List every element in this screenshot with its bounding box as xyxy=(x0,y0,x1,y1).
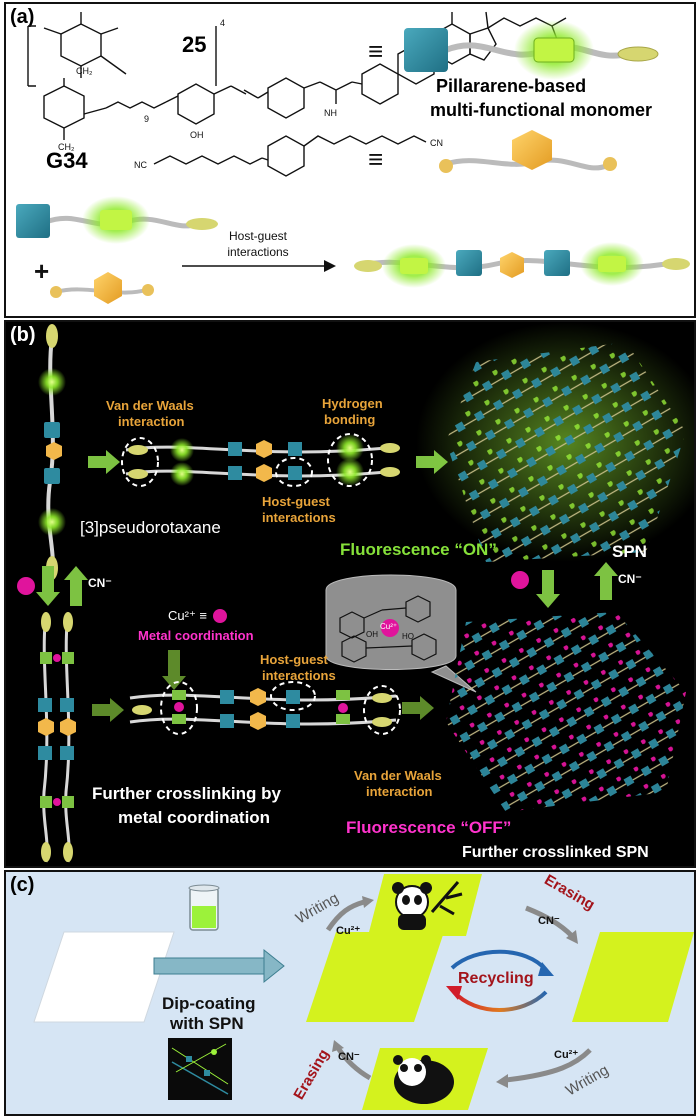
plus-sign: + xyxy=(34,256,49,286)
further-crosslinking-label-1: Further crosslinking by xyxy=(92,784,281,803)
copper-ion-left xyxy=(17,577,35,595)
pseudorotaxane-vertical xyxy=(38,324,66,580)
cu-legend-label: Cu²⁺ ≡ xyxy=(168,608,208,623)
arrow-up-left xyxy=(64,566,88,606)
fluorescence-off-label: Fluorescence “OFF” xyxy=(346,818,512,837)
dip-coating-arrow xyxy=(153,948,285,984)
hbond-label-2: bonding xyxy=(324,412,376,427)
panel-b-graphics xyxy=(17,322,694,863)
panel-a: (a) xyxy=(4,2,696,318)
nh-label: NH xyxy=(324,108,337,118)
compound-g34-structure xyxy=(153,135,427,177)
equiv-symbol-25: ≡ xyxy=(368,36,383,66)
subscript-9: 9 xyxy=(144,114,149,124)
cu-top-label: Cu²⁺ xyxy=(336,925,361,937)
copper-ion-right xyxy=(511,571,529,589)
panel-c-label: (c) xyxy=(10,874,35,896)
further-crosslinked-network xyxy=(446,612,686,812)
hg-bottom-label-2: interactions xyxy=(262,668,336,683)
spn-thumbnail xyxy=(168,1038,232,1100)
coated-paper-right xyxy=(572,932,694,1022)
spn-network xyxy=(416,322,694,562)
arrow-to-crosslinked-dimer xyxy=(92,698,124,722)
hg-top-label-2: interactions xyxy=(262,510,336,525)
crosslinked-vertical xyxy=(38,612,76,863)
cu-bottom-label: Cu²⁺ xyxy=(554,1049,579,1061)
fluorescence-on-label: Fluorescence “ON” xyxy=(340,540,497,559)
g34-nc-label: NC xyxy=(134,160,147,170)
vdw-bottom-label-2: interaction xyxy=(366,784,433,799)
monomer-icon xyxy=(404,20,659,80)
recycling-arrows xyxy=(446,949,554,1012)
arrow-label-2: interactions xyxy=(227,245,288,259)
pillararene-cube xyxy=(404,28,448,72)
ch2-label-a: CH₂ xyxy=(76,66,93,76)
panda-paper-bottom xyxy=(362,1048,488,1110)
cn-left-label: CN⁻ xyxy=(88,576,112,590)
hg-bottom-label-1: Host-guest xyxy=(260,652,328,667)
blank-paper xyxy=(33,931,175,1023)
oh-label: OH xyxy=(190,130,204,140)
vdw-top-label-1: Van der Waals xyxy=(106,398,194,413)
coated-paper-left xyxy=(306,932,444,1022)
beaker-icon xyxy=(188,884,220,931)
recycling-label: Recycling xyxy=(458,970,534,987)
host-guest-arrow xyxy=(182,260,336,272)
further-crosslinked-spn-label: Further crosslinked SPN xyxy=(462,844,649,861)
product-complex xyxy=(354,242,690,288)
panel-c: (c) xyxy=(4,870,696,1116)
monomer-label-line2: multi-functional monomer xyxy=(430,100,652,120)
cu-legend-dot xyxy=(213,609,227,623)
cu-complex-ho-label: HO xyxy=(402,632,414,641)
spn-label: SPN xyxy=(612,542,647,561)
arrow-down-metal xyxy=(162,650,186,690)
compound-25-label: 25 xyxy=(182,32,207,57)
vdw-bottom-label-1: Van der Waals xyxy=(354,768,442,783)
pseudorotaxane-label: [3]pseudorotaxane xyxy=(80,518,221,537)
compound-g34-label: G34 xyxy=(46,148,88,173)
equiv-symbol-g34: ≡ xyxy=(368,144,383,174)
arrow-down-right xyxy=(536,570,560,608)
writing-arrow-top xyxy=(325,896,374,932)
arrow-down-left xyxy=(36,566,60,606)
panda-paper-top xyxy=(368,874,482,936)
dip-coating-label-1: Dip-coating xyxy=(162,994,256,1013)
dimer-bottom xyxy=(129,681,401,735)
erasing-arrow-top xyxy=(525,905,578,944)
cn-right-label: CN⁻ xyxy=(618,572,642,586)
panel-b-label: (b) xyxy=(10,324,36,346)
guest-icon xyxy=(439,130,617,173)
arrow-up-right xyxy=(594,562,618,600)
reactant-monomer xyxy=(16,196,218,244)
writing-arrow-bottom xyxy=(496,1048,592,1088)
subscript-4: 4 xyxy=(220,18,225,28)
cu-complex-bubble xyxy=(325,574,477,693)
dimer-top xyxy=(121,433,400,487)
g34-cn-label: CN xyxy=(430,138,443,148)
panel-b: (b) xyxy=(4,320,696,868)
monomer-label-line1: Pillararene-based xyxy=(436,76,587,96)
ch2-label-b: CH₂ xyxy=(58,142,75,152)
metal-coordination-label: Metal coordination xyxy=(138,628,254,643)
vdw-top-label-2: interaction xyxy=(118,414,185,429)
panel-a-label: (a) xyxy=(10,6,35,28)
arrow-to-further-spn xyxy=(402,696,434,720)
dip-coating-label-2: with SPN xyxy=(170,1014,244,1033)
cu-complex-center-label: Cu²⁺ xyxy=(380,622,398,631)
panel-c-graphics xyxy=(33,874,694,1110)
cn-bottom-label: CN⁻ xyxy=(338,1051,360,1063)
hg-top-label-1: Host-guest xyxy=(262,494,330,509)
reactant-guest xyxy=(50,272,154,304)
arrow-to-dimer xyxy=(88,450,120,474)
cu-complex-oh-label: OH xyxy=(366,630,378,639)
hbond-label-1: Hydrogen xyxy=(322,396,383,411)
cn-top-label: CN⁻ xyxy=(538,915,560,927)
erasing-arrow-bottom xyxy=(332,1040,372,1081)
panel-a-graphics: CH₂ CH₂ 4 9 OH NH NC CN xyxy=(16,11,690,304)
arrow-label-1: Host-guest xyxy=(229,229,288,243)
further-crosslinking-label-2: metal coordination xyxy=(118,808,271,827)
